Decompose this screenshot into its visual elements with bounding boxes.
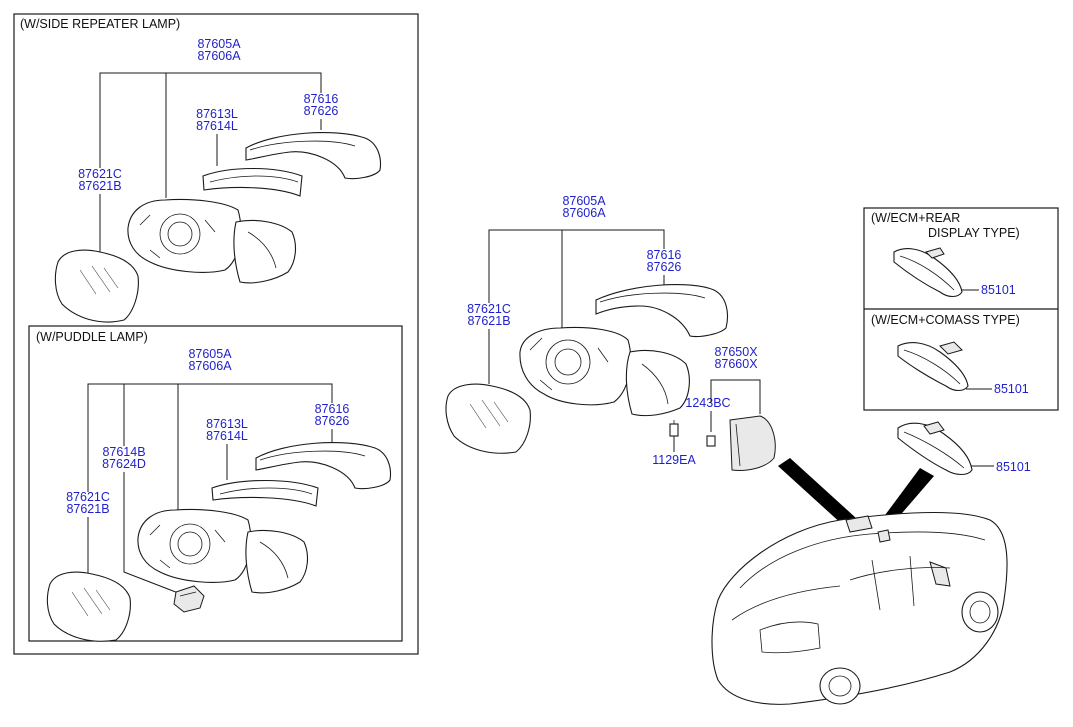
main-trim-cover <box>729 415 776 471</box>
ecm-rear-pn[interactable]: 85101 <box>981 283 1016 297</box>
pl-assy-pn-2[interactable]: 87606A <box>188 359 232 373</box>
sr-leader-lines <box>99 72 322 258</box>
main-assy-pn-1[interactable]: 87605A <box>562 194 606 208</box>
pl-glass-pn-1[interactable]: 87621C <box>66 490 110 504</box>
sr-mirror-housing <box>127 198 297 284</box>
vehicle-illustration <box>711 511 1008 705</box>
sr-repeater-lamp <box>202 168 303 197</box>
sr-mirror-cover <box>245 132 382 180</box>
main-bolt-pn[interactable]: 1129EA <box>652 453 696 467</box>
main-mirror-cover <box>595 284 729 338</box>
inside-mirror-pn[interactable]: 85101 <box>996 460 1031 474</box>
vehicle-outside-mirror-mark <box>845 515 873 533</box>
main-leader-lines <box>488 229 761 452</box>
ecm-rear-title-2: DISPLAY TYPE) <box>928 226 1020 240</box>
puddle-lamp-box: (W/PUDDLE LAMP) 87605A 87606A 87616 8762… <box>36 330 392 642</box>
pointer-outside-mirror <box>778 458 856 526</box>
pl-cover-pn-1[interactable]: 87616 <box>315 402 350 416</box>
main-glass-pn-2[interactable]: 87621B <box>467 314 510 328</box>
pl-mirror-housing <box>137 508 309 594</box>
main-mirror-assembly: 87605A 87606A 87616 87626 87621C 87621B … <box>445 194 776 471</box>
puddle-lamp-frame <box>28 325 403 642</box>
sr-glass-pn-2[interactable]: 87621B <box>78 179 121 193</box>
pl-lamp-pn-1[interactable]: 87614B <box>102 445 145 459</box>
main-cover-pn-2[interactable]: 87626 <box>647 260 682 274</box>
main-assy-pn-2[interactable]: 87606A <box>562 206 606 220</box>
main-trim-pn-2[interactable]: 87660X <box>714 357 758 371</box>
ecm-compass-title: (W/ECM+COMASS TYPE) <box>871 313 1020 327</box>
pl-mirror-glass <box>46 571 131 642</box>
sr-cover-pn-1[interactable]: 87616 <box>304 92 339 106</box>
pl-repeater-pn-1[interactable]: 87613L <box>206 417 248 431</box>
main-screw <box>706 435 716 447</box>
pl-repeater-lamp <box>211 480 319 507</box>
sr-repeater-pn-2[interactable]: 87614L <box>196 119 238 133</box>
sr-assy-pn-1[interactable]: 87605A <box>197 37 241 51</box>
sr-cover-pn-2[interactable]: 87626 <box>304 104 339 118</box>
main-glass-pn-1[interactable]: 87621C <box>467 302 511 316</box>
ecm-rear-mirror <box>893 247 963 298</box>
sr-mirror-glass <box>54 249 139 323</box>
pl-cover-pn-2[interactable]: 87626 <box>315 414 350 428</box>
ecm-boxes: (W/ECM+REAR DISPLAY TYPE) 85101 (W/ECM+C… <box>863 207 1059 411</box>
pl-glass-pn-2[interactable]: 87621B <box>66 502 109 516</box>
pl-puddle-lamp <box>173 585 205 613</box>
main-cover-pn-1[interactable]: 87616 <box>647 248 682 262</box>
pl-leader-lines <box>87 383 333 597</box>
sr-assy-pn-2[interactable]: 87606A <box>197 49 241 63</box>
pl-lamp-pn-2[interactable]: 87624D <box>102 457 146 471</box>
main-mirror-housing <box>519 327 690 417</box>
pl-repeater-pn-2[interactable]: 87614L <box>206 429 248 443</box>
ecm-rear-title-1: (W/ECM+REAR <box>871 211 960 225</box>
outer-frame <box>13 13 419 655</box>
side-repeater-title: (W/SIDE REPEATER LAMP) <box>20 17 180 31</box>
sr-glass-pn-1[interactable]: 87621C <box>78 167 122 181</box>
main-screw-pn[interactable]: 1243BC <box>685 396 730 410</box>
puddle-title: (W/PUDDLE LAMP) <box>36 330 148 344</box>
main-mirror-glass <box>445 383 531 454</box>
pl-mirror-cover <box>255 442 392 490</box>
side-repeater-lamp-box: (W/SIDE REPEATER LAMP) 87605A 87606A 876… <box>13 13 419 655</box>
ecm-compass-mirror <box>897 341 969 392</box>
inside-mirror-main: 85101 <box>897 421 1031 476</box>
ecm-compass-pn[interactable]: 85101 <box>994 382 1029 396</box>
main-bolt <box>669 420 679 437</box>
vehicle-inside-mirror-mark <box>877 529 891 543</box>
pl-assy-pn-1[interactable]: 87605A <box>188 347 232 361</box>
main-trim-pn-1[interactable]: 87650X <box>714 345 758 359</box>
sr-repeater-pn-1[interactable]: 87613L <box>196 107 238 121</box>
